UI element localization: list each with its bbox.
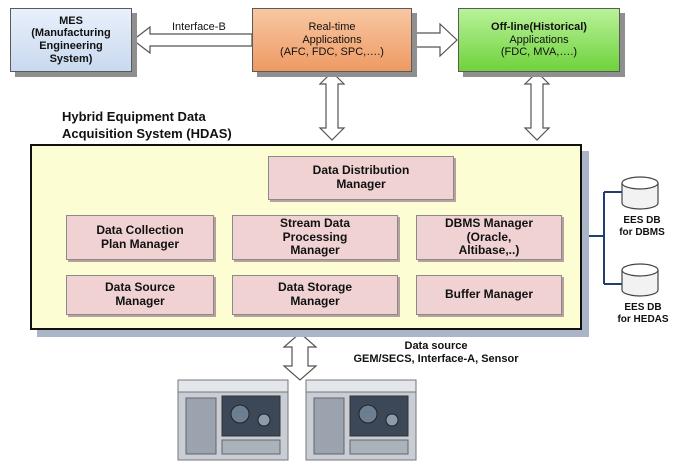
data-storage-manager: Data Storage Manager (232, 275, 398, 315)
manager-label-line: Buffer Manager (444, 287, 533, 302)
offline-subtitle: Applications (509, 33, 569, 46)
realtime-applications-box: Real-time Applications (AFC, FDC, SPC,….… (252, 8, 412, 72)
realtime-subtitle: Applications (302, 33, 362, 46)
database-label: EES DB for DBMS (614, 215, 670, 239)
data-source-manager: Data Source Manager (66, 275, 214, 315)
data-distribution-manager: Data Distribution Manager (268, 156, 454, 200)
offline-title: Off-line(Historical) (491, 21, 587, 34)
mes-title: MES (59, 14, 83, 27)
manager-label-line: Stream Data (279, 215, 351, 230)
mes-subtitle-1: (Manufacturing (31, 27, 111, 40)
manager-label-line: Processing (282, 229, 348, 244)
realtime-list: (AFC, FDC, SPC,….) (280, 46, 384, 59)
hdas-title-line-1: Hybrid Equipment Data (62, 109, 206, 124)
data-collection-plan-manager: Data Collection Plan Manager (66, 215, 214, 260)
stream-data-processing-manager: Stream Data Processing Manager (232, 215, 398, 260)
database-label-line: EES DB (623, 215, 661, 226)
database-label: EES DB for HEDAS (610, 302, 676, 326)
hdas-equipment-arrow (282, 332, 318, 381)
data-source-label: Data source GEM/SECS, Interface-A, Senso… (326, 340, 546, 366)
realtime-hdas-arrow (318, 71, 346, 141)
interface-b-label: Interface-B (172, 21, 226, 33)
realtime-to-offline-arrow (411, 22, 458, 58)
db-connector-line (583, 191, 622, 285)
data-source-label-line: GEM/SECS, Interface-A, Sensor (353, 353, 519, 366)
offline-hdas-arrow (523, 71, 551, 141)
manager-label-line: Data Storage (277, 280, 353, 295)
manager-label-line: (Oracle, (466, 229, 512, 244)
hdas-title: Hybrid Equipment Data Acquisition System… (62, 108, 232, 142)
manager-label-line: Data Source (104, 280, 176, 295)
data-source-label-line: Data source (404, 340, 468, 352)
database-label-line: for DBMS (619, 227, 665, 238)
database-label-line: for HEDAS (617, 314, 669, 325)
manager-label-line: Manager (115, 294, 165, 308)
database-icon (621, 263, 659, 297)
offline-applications-box: Off-line(Historical) Applications (FDC, … (458, 8, 620, 72)
mes-subtitle-3: System) (49, 52, 93, 65)
manager-label-line: Data Collection (96, 222, 184, 237)
equipment-image (305, 379, 417, 461)
manager-label-line: DBMS Manager (444, 215, 533, 230)
dbms-manager: DBMS Manager (Oracle, Altibase,..) (416, 215, 562, 260)
manager-label-line: Manager (336, 177, 386, 191)
manager-label-line: Altibase,..) (458, 243, 520, 258)
hdas-title-line-2: Acquisition System (HDAS) (62, 126, 232, 141)
mes-subtitle-2: Engineering (39, 40, 103, 52)
offline-list: (FDC, MVA,….) (500, 46, 578, 59)
manager-label-line: Data Distribution (312, 163, 410, 178)
database-label-line: EES DB (624, 302, 662, 313)
buffer-manager: Buffer Manager (416, 275, 562, 315)
realtime-title: Real-time (308, 21, 356, 34)
manager-label-line: Manager (290, 243, 340, 258)
manager-label-line: Manager (290, 294, 340, 308)
mes-box: MES (Manufacturing Engineering System) (10, 8, 132, 72)
database-icon (621, 176, 659, 210)
manager-label-line: Plan Manager (100, 236, 179, 251)
equipment-image (177, 379, 289, 461)
